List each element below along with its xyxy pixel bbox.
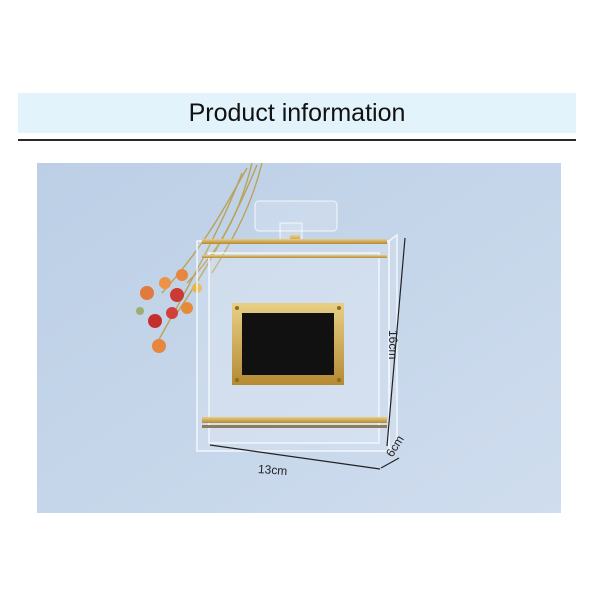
- header-divider: [18, 139, 576, 141]
- height-dimension-label: 16cm: [386, 330, 400, 360]
- product-photo: [37, 163, 561, 513]
- header-band: [18, 93, 576, 133]
- product-photo-illustration: [37, 163, 561, 513]
- dimension-lines: [209, 237, 406, 470]
- width-dimension-label: 13cm: [257, 461, 288, 479]
- page-title: Product information: [188, 99, 406, 127]
